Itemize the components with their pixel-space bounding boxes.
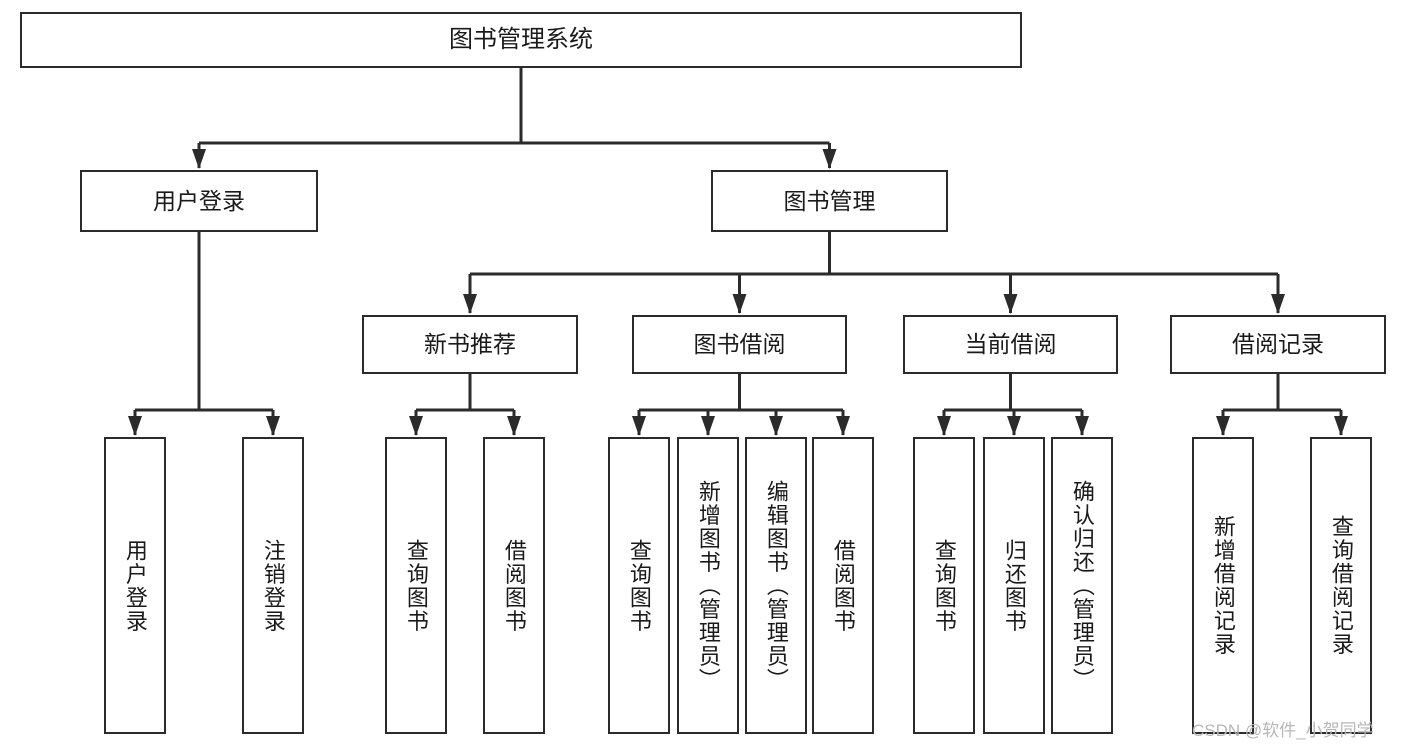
node-leaf-nr-query[interactable]: 查询图书: [385, 437, 447, 734]
node-label-leaf-bw-query: 查询图书: [626, 538, 652, 633]
node-newrec[interactable]: 新书推荐: [362, 315, 578, 374]
node-label-leaf-nr-borrow: 借阅图书: [501, 538, 527, 633]
arrowhead-login: [192, 149, 206, 169]
arrowhead-bookmgr: [822, 149, 837, 169]
arrowhead-leaf-bw-lend: [836, 416, 850, 436]
node-root[interactable]: 图书管理系统: [20, 12, 1022, 68]
arrowhead-leaf-nr-borrow: [507, 416, 521, 436]
arrowhead-leaf-cur-return: [1007, 416, 1021, 436]
node-leaf-nr-borrow[interactable]: 借阅图书: [483, 437, 545, 734]
node-label-leaf-cur-query: 查询图书: [931, 538, 957, 633]
node-leaf-user-logout[interactable]: 注销登录: [242, 437, 304, 734]
node-leaf-cur-confirm[interactable]: 确认归还（管理员）: [1051, 437, 1113, 734]
node-current[interactable]: 当前借阅: [903, 315, 1118, 374]
arrowhead-leaf-nr-query: [409, 416, 423, 436]
node-label-leaf-rec-add: 新增借阅记录: [1210, 515, 1236, 656]
node-label-leaf-user-login: 用户登录: [122, 538, 148, 633]
arrowhead-current: [1003, 294, 1018, 314]
arrowhead-leaf-user-login: [128, 416, 142, 436]
node-borrow[interactable]: 图书借阅: [632, 315, 847, 374]
node-label-root: 图书管理系统: [449, 26, 593, 54]
node-label-newrec: 新书推荐: [424, 331, 516, 358]
node-label-bookmgr: 图书管理: [783, 187, 876, 214]
node-leaf-cur-query[interactable]: 查询图书: [913, 437, 975, 734]
arrowhead-leaf-rec-add: [1216, 416, 1230, 436]
arrowhead-newrec: [463, 294, 477, 314]
arrowhead-leaf-rec-query: [1334, 416, 1348, 436]
node-label-leaf-user-logout: 注销登录: [260, 538, 286, 633]
node-label-leaf-bw-add: 新增图书（管理员）: [695, 479, 721, 692]
arrowhead-leaf-bw-edit: [769, 416, 783, 436]
arrowhead-leaf-user-logout: [266, 416, 280, 436]
node-leaf-bw-lend[interactable]: 借阅图书: [812, 437, 874, 734]
node-label-leaf-nr-query: 查询图书: [403, 538, 429, 633]
arrowhead-leaf-cur-confirm: [1075, 416, 1089, 436]
node-records[interactable]: 借阅记录: [1170, 315, 1386, 374]
node-leaf-user-login[interactable]: 用户登录: [104, 437, 166, 734]
node-label-borrow: 图书借阅: [693, 331, 786, 358]
arrowhead-records: [1271, 294, 1285, 314]
node-label-leaf-cur-return: 归还图书: [1001, 538, 1027, 633]
arrowhead-leaf-bw-add: [701, 416, 715, 436]
node-leaf-cur-return[interactable]: 归还图书: [983, 437, 1045, 734]
node-login[interactable]: 用户登录: [80, 170, 318, 232]
node-bookmgr[interactable]: 图书管理: [711, 170, 948, 232]
node-leaf-bw-edit[interactable]: 编辑图书（管理员）: [745, 437, 807, 734]
node-label-leaf-bw-lend: 借阅图书: [830, 538, 856, 633]
arrowhead-leaf-bw-query: [632, 416, 646, 436]
arrowhead-borrow: [732, 294, 747, 314]
node-label-login: 用户登录: [153, 187, 245, 214]
node-leaf-bw-query[interactable]: 查询图书: [608, 437, 670, 734]
node-label-leaf-cur-confirm: 确认归还（管理员）: [1069, 479, 1095, 692]
node-label-records: 借阅记录: [1232, 331, 1324, 358]
node-leaf-rec-query[interactable]: 查询借阅记录: [1310, 437, 1372, 734]
arrowhead-leaf-cur-query: [937, 416, 951, 436]
node-leaf-bw-add[interactable]: 新增图书（管理员）: [677, 437, 739, 734]
node-label-leaf-rec-query: 查询借阅记录: [1328, 515, 1354, 656]
node-label-current: 当前借阅: [964, 331, 1057, 358]
node-leaf-rec-add[interactable]: 新增借阅记录: [1192, 437, 1254, 734]
node-label-leaf-bw-edit: 编辑图书（管理员）: [763, 479, 789, 692]
